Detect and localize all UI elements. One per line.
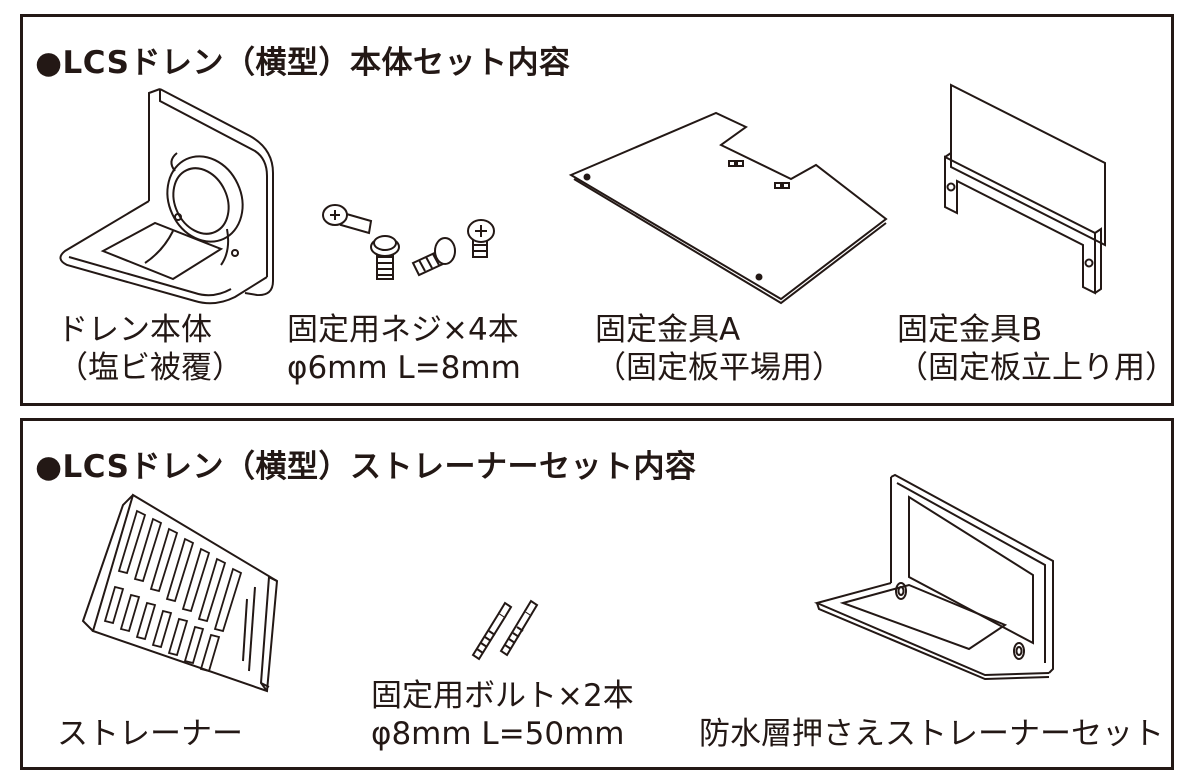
bolts-spec: φ8mm L=50mm bbox=[371, 716, 625, 752]
strainer-name: ストレーナー bbox=[57, 716, 243, 752]
drain-body-name: ドレン本体 bbox=[57, 312, 212, 348]
bracket-a-name: 固定金具A bbox=[595, 312, 741, 348]
strainer-caption: ストレーナー bbox=[57, 715, 243, 753]
strainer-set-heading: ●LCSドレン（横型）ストレーナーセット内容 bbox=[35, 449, 697, 485]
bolts-caption: 固定用ボルト×2本 φ8mm L=50mm bbox=[371, 677, 634, 753]
bracket-a-icon bbox=[571, 109, 891, 305]
bracket-a-caption: 固定金具A （固定板平場用） bbox=[595, 311, 843, 387]
drain-body-caption: ドレン本体 （塩ビ被覆） bbox=[57, 311, 243, 387]
bolts-icon bbox=[453, 593, 543, 663]
retainer-frame-name: 防水層押さえストレーナーセット bbox=[699, 716, 1164, 752]
strainer-set-panel: ●LCSドレン（横型）ストレーナーセット内容 bbox=[20, 418, 1174, 770]
screws-spec: φ6mm L=8mm bbox=[287, 350, 521, 386]
strainer-icon bbox=[63, 491, 283, 691]
bracket-b-icon bbox=[935, 83, 1110, 293]
main-set-heading: ●LCSドレン（横型）本体セット内容 bbox=[35, 45, 571, 81]
main-set-panel: ●LCSドレン（横型）本体セット内容 bbox=[20, 14, 1176, 406]
bracket-b-caption: 固定金具B （固定板立上り用） bbox=[897, 311, 1176, 387]
bracket-b-detail: （固定板立上り用） bbox=[897, 350, 1176, 386]
retainer-frame-icon bbox=[809, 473, 1059, 678]
screws-caption: 固定用ネジ×4本 φ6mm L=8mm bbox=[287, 311, 521, 387]
drain-body-detail: （塩ビ被覆） bbox=[57, 350, 243, 386]
screws-name: 固定用ネジ×4本 bbox=[287, 312, 519, 348]
bracket-b-name: 固定金具B bbox=[897, 312, 1043, 348]
retainer-frame-caption: 防水層押さえストレーナーセット bbox=[699, 715, 1164, 753]
screws-icon bbox=[313, 191, 513, 296]
bracket-a-detail: （固定板平場用） bbox=[595, 350, 843, 386]
bolts-name: 固定用ボルト×2本 bbox=[371, 678, 634, 714]
drain-body-icon bbox=[45, 81, 295, 306]
